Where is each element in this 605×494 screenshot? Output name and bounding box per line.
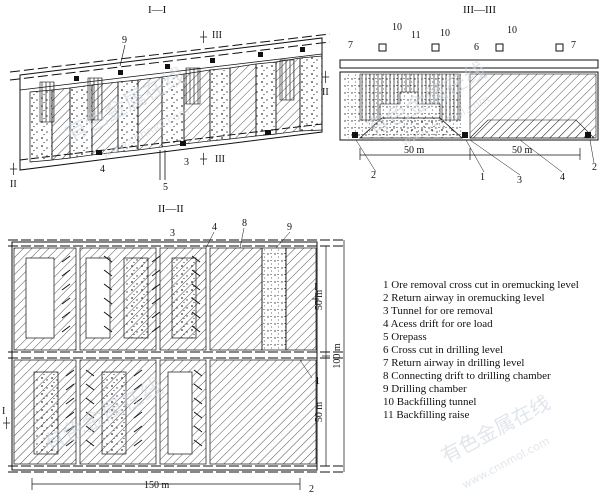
label-2-left: 2 <box>371 170 376 181</box>
label-2: 2 <box>309 484 314 494</box>
section-i-i: I—I <box>9 4 331 193</box>
legend-item-9: 9 Drilling chamber <box>383 383 467 395</box>
section-ii-title: II—II <box>158 203 184 215</box>
legend-item-10: 10 Backfilling tunnel <box>383 396 476 408</box>
svg-text:┼: ┼ <box>2 416 11 430</box>
legend-item-2: 2 Return airway in oremucking level <box>383 292 545 304</box>
legend-item-1: 1 Ore removal cross cut in oremucking le… <box>383 279 579 291</box>
label-2-right: 2 <box>592 162 597 173</box>
label-4: 4 <box>560 172 565 183</box>
label-10c: 10 <box>507 25 517 36</box>
label-10b: 10 <box>440 28 450 39</box>
label-11: 11 <box>411 30 421 41</box>
legend: 1 Ore removal cross cut in oremucking le… <box>383 279 579 421</box>
label-i-right: I <box>314 282 317 293</box>
svg-text:┼: ┼ <box>321 70 330 84</box>
legend-item-6: 6 Cross cut in drilling level <box>383 344 503 356</box>
label-9: 9 <box>287 222 292 233</box>
legend-item-4: 4 Acess drift for ore load <box>383 318 493 330</box>
label-5: 5 <box>163 182 168 193</box>
label-iii-bottom: III <box>215 154 225 165</box>
label-4: 4 <box>212 222 217 233</box>
label-7-left: 7 <box>348 40 353 51</box>
label-8: 8 <box>242 218 247 229</box>
legend-item-11: 11 Backfilling raise <box>383 409 469 421</box>
label-ii-left: II <box>10 179 17 190</box>
label-1: 1 <box>315 376 320 387</box>
dim-50m-left: 50 m <box>404 145 425 156</box>
label-7-right: 7 <box>571 40 576 51</box>
label-3: 3 <box>517 175 522 186</box>
legend-item-5: 5 Orepass <box>383 331 427 343</box>
svg-text:┼: ┼ <box>9 162 18 176</box>
legend-item-3: 3 Tunnel for ore removal <box>383 305 493 317</box>
label-ii-right: II <box>322 87 329 98</box>
label-i-left: I <box>2 406 5 417</box>
dim-50m-bottom: 50 m <box>314 402 325 423</box>
label-10a: 10 <box>392 22 402 33</box>
section-iii-title: III—III <box>463 4 496 16</box>
dim-50m-right: 50 m <box>512 145 533 156</box>
legend-item-7: 7 Return airway in drilling level <box>383 357 524 369</box>
label-1: 1 <box>480 172 485 183</box>
section-iii-iii: III—III 50 m 50 m 10 11 10 10 <box>339 4 599 186</box>
label-9: 9 <box>122 35 127 46</box>
dim-50m-top: 50 m <box>314 290 325 311</box>
dim-150m: 150 m <box>144 480 170 491</box>
svg-text:┼: ┼ <box>311 292 320 306</box>
label-6: 6 <box>474 42 479 53</box>
section-i-title: I—I <box>148 4 167 16</box>
svg-text:┼: ┼ <box>199 30 208 44</box>
svg-text:┼: ┼ <box>199 152 208 166</box>
section-ii-ii: II—II <box>2 203 345 494</box>
dim-100m: 100 m <box>332 343 343 369</box>
label-iii-top: III <box>212 30 222 41</box>
legend-item-8: 8 Connecting drift to drilling chamber <box>383 370 551 382</box>
label-3: 3 <box>170 228 175 239</box>
label-3: 3 <box>184 157 189 168</box>
label-4: 4 <box>100 164 105 175</box>
